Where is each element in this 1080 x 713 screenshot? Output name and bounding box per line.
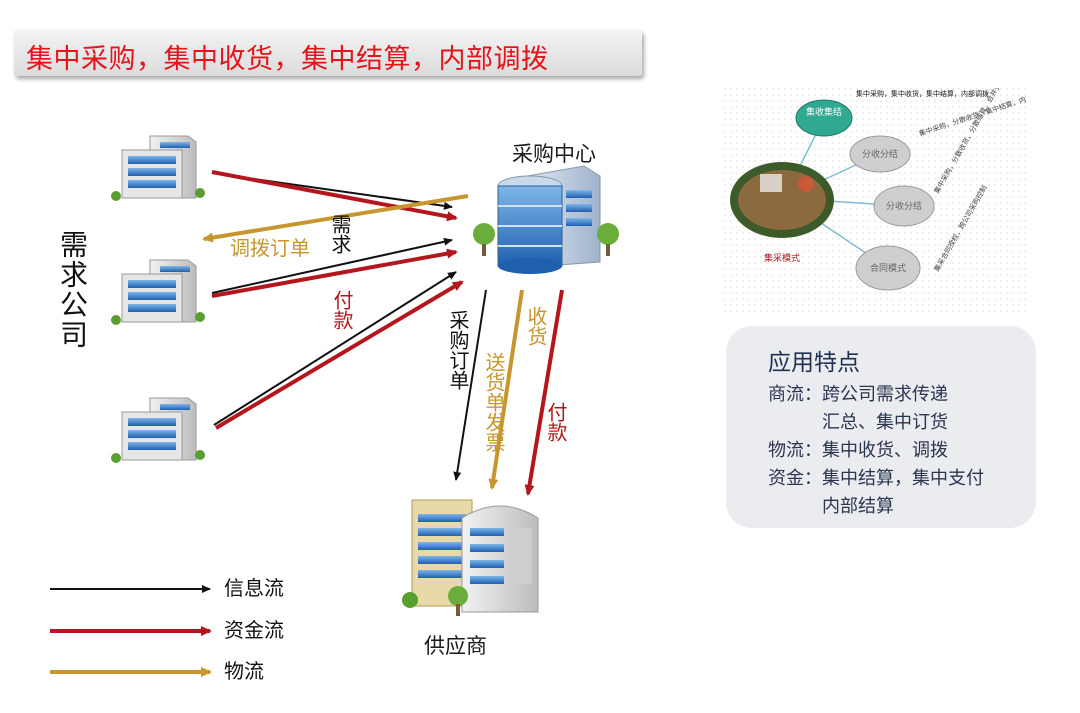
delivery-invoice-label: 送货单发票 [482, 352, 506, 452]
features-panel: 应用特点 商流：跨公司需求传递 汇总、集中订货 物流：集中收货、调拨 资金：集中… [726, 326, 1036, 528]
mini-pill-1-text: 集收集结 [806, 106, 842, 118]
feature-row-key: 资金： [768, 468, 822, 489]
supplier-building [402, 499, 539, 616]
mini-note-1: 集中采购，集中收货，集中结算，内部调拨 [856, 89, 989, 98]
payment-left-label: 付款 [330, 290, 354, 330]
info-arrow-demand-2 [211, 237, 453, 294]
mini-pill-4: 合同模式 [855, 245, 921, 291]
feature-row-key: 物流： [768, 440, 822, 461]
money-arrow-demand-1 [211, 170, 458, 222]
purchasing-center-label: 采购中心 [512, 142, 596, 166]
legend-logistics-label: 物流 [224, 659, 264, 683]
money-arrow-demand-3 [214, 280, 464, 430]
receiving-label: 收货 [524, 306, 548, 346]
feature-row-value: 汇总、集中订货 [822, 412, 948, 433]
purchase-order-label: 采购订单 [446, 310, 470, 390]
feature-row-funds: 资金：集中结算，集中支付 [768, 464, 984, 490]
feature-row-value: 跨公司需求传递 [822, 384, 948, 405]
mini-pill-2-text: 分收分结 [862, 148, 898, 160]
legend-money-label: 资金流 [224, 618, 284, 642]
feature-row-value: 内部结算 [822, 496, 894, 517]
demand-company-building-3 [111, 397, 205, 463]
money-arrow-demand-2 [211, 248, 458, 298]
payment-right-label: 付款 [544, 402, 568, 442]
transfer-order-label: 调拨订单 [230, 236, 310, 260]
info-arrow-demand-3 [213, 271, 457, 426]
feature-row-funds-cont: 内部结算 [822, 492, 894, 518]
features-title: 应用特点 [768, 350, 860, 376]
supplier-label: 供应商 [424, 634, 487, 658]
mini-pill-2: 分收分结 [849, 135, 911, 173]
feature-row-logistics: 物流：集中收货、调拨 [768, 436, 948, 462]
legend-info-label: 信息流 [224, 576, 284, 600]
logistics-arrow-delivery [488, 289, 524, 490]
mini-caption: 集采模式 [764, 252, 800, 264]
feature-row-value: 集中收货、调拨 [822, 440, 948, 461]
mini-pill-4-text: 合同模式 [870, 262, 906, 274]
demand-flow-label: 需求 [328, 214, 352, 254]
feature-row-commerce: 商流：跨公司需求传递 [768, 380, 948, 406]
demand-company-building-1 [111, 135, 205, 201]
procurement-mode-mini-diagram: 集收集结 分收分结 分收分结 合同模式 集采模式 集中采购，集中收货，集中结算，… [724, 88, 1026, 316]
title-banner: 集中采购，集中收货，集中结算，内部调拨 [14, 30, 642, 76]
feature-row-value: 集中结算，集中支付 [822, 468, 984, 489]
logistics-arrow-transfer [202, 194, 469, 243]
page-title: 集中采购，集中收货，集中结算，内部调拨 [26, 44, 549, 75]
demand-company-label: 需求公司 [56, 230, 89, 350]
mini-pill-3-text: 分收分结 [886, 200, 922, 212]
demand-company-building-2 [111, 259, 205, 325]
info-arrow-purchase-order [453, 289, 487, 481]
purchasing-center-building [473, 165, 619, 274]
mini-pill-3: 分收分结 [873, 185, 935, 227]
feature-row-commerce-cont: 汇总、集中订货 [822, 408, 948, 434]
mini-pill-1: 集收集结 [795, 99, 853, 137]
feature-row-key: 商流： [768, 384, 822, 405]
money-arrow-supplier-payment [524, 289, 564, 496]
